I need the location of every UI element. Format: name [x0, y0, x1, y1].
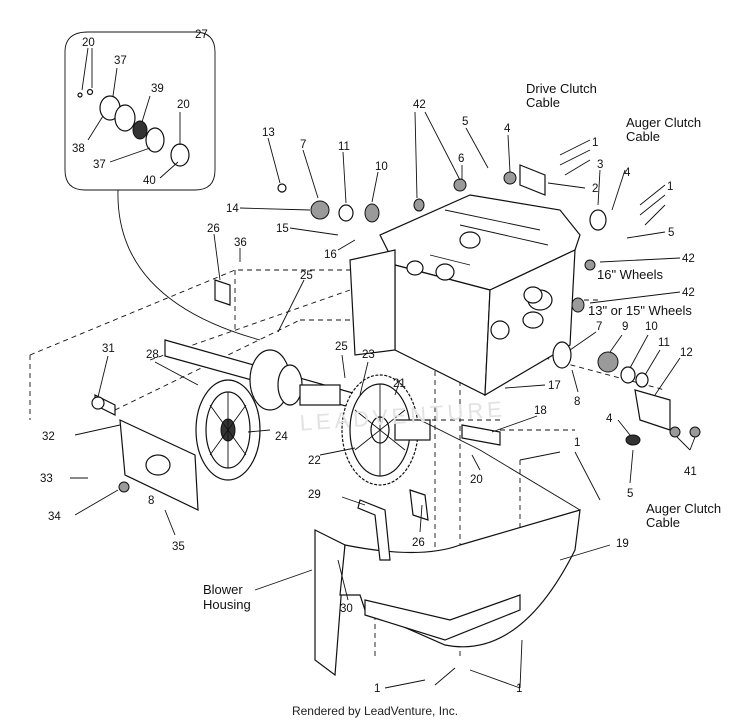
callout: 40: [143, 175, 156, 187]
callout: 18: [534, 405, 547, 417]
callout: 14: [226, 203, 239, 215]
callout: 37: [93, 159, 106, 171]
blower-housing-label-line1: Blower: [203, 582, 243, 597]
callout: 42: [413, 99, 426, 111]
callout: 20: [470, 474, 483, 486]
callout-leaders: [70, 111, 696, 689]
callout: 20: [82, 37, 95, 49]
callout: 11: [658, 337, 670, 349]
callout: 39: [151, 83, 164, 95]
callout: 24: [275, 431, 288, 443]
gear-box-frame: [349, 194, 581, 397]
small-hardware-parts: [91, 164, 701, 521]
callout-numbers: 27 20 37 39 20 38 37 40 42 5 4 1 6 3 2 4…: [40, 29, 697, 695]
callout: 4: [606, 413, 613, 425]
callout: 19: [616, 538, 629, 550]
callout: 1: [574, 437, 580, 449]
callout: 20: [177, 99, 190, 111]
part-text-labels: Drive Clutch Cable Auger Clutch Cable 16…: [203, 81, 721, 612]
callout: 32: [42, 431, 55, 443]
callout: 3: [597, 159, 603, 171]
callout: 15: [276, 223, 289, 235]
blower-housing-label-line2: Housing: [203, 597, 251, 612]
callout: 17: [548, 380, 561, 392]
callout: 9: [622, 321, 628, 333]
callout: 1: [516, 683, 522, 695]
callout: 22: [308, 455, 321, 467]
callout: 27: [195, 29, 208, 41]
callout: 21: [393, 378, 406, 390]
callout: 25: [335, 341, 348, 353]
callout: 26: [207, 223, 220, 235]
callout: 12: [680, 347, 693, 359]
callout: 42: [682, 253, 695, 265]
callout: 26: [412, 537, 425, 549]
bearing-assembly-parts: [77, 88, 190, 167]
callout: 35: [172, 541, 185, 553]
auger-clutch-cable-label-top-line2: Cable: [626, 129, 660, 144]
auger-clutch-cable-label-top-line1: Auger Clutch: [626, 115, 701, 130]
callout: 1: [592, 137, 598, 149]
worm-gear: [341, 374, 431, 486]
callout: 2: [592, 183, 598, 195]
auger-shaft: [164, 339, 361, 411]
callout: 16: [324, 249, 337, 261]
wheels-16-label: 16" Wheels: [597, 267, 664, 282]
blower-housing: [314, 419, 581, 677]
callout: 4: [624, 167, 631, 179]
callout: 5: [627, 488, 633, 500]
drive-clutch-cable-label-line2: Cable: [526, 95, 560, 110]
auger-pulley: [195, 379, 261, 481]
callout: 5: [462, 116, 468, 128]
callout: 1: [667, 181, 673, 193]
callout: 1: [374, 683, 380, 695]
callout: 10: [645, 321, 658, 333]
callout: 11: [338, 141, 350, 153]
auger-clutch-bracket: [634, 389, 671, 431]
callout: 37: [114, 55, 127, 67]
auger-clutch-cable-label-bottom-line2: Cable: [646, 515, 680, 530]
callout: 36: [234, 237, 247, 249]
callout: 13: [262, 127, 275, 139]
callout: 34: [48, 511, 61, 523]
inset-detail-box: [64, 31, 261, 341]
callout: 10: [375, 161, 388, 173]
callout: 8: [148, 495, 154, 507]
callout: 38: [72, 143, 85, 155]
drive-clutch-cable-label-line1: Drive Clutch: [526, 81, 597, 96]
wheels-13-15-label: 13" or 15" Wheels: [588, 303, 692, 318]
callout: 29: [308, 489, 321, 501]
callout: 8: [574, 396, 580, 408]
callout: 7: [300, 139, 306, 151]
callout: 23: [362, 349, 375, 361]
callout: 30: [340, 603, 353, 615]
callout: 31: [102, 343, 115, 355]
callout: 6: [458, 153, 464, 165]
callout: 7: [596, 321, 602, 333]
callout: 41: [684, 466, 697, 478]
bearing-housing: [94, 394, 199, 511]
inset-leaders: [81, 47, 181, 179]
callout: 4: [504, 123, 511, 135]
callout: 42: [682, 287, 695, 299]
callout: 33: [40, 473, 53, 485]
callout: 5: [668, 227, 674, 239]
callout: 28: [146, 349, 159, 361]
callout: 25: [300, 270, 313, 282]
footer-credit: Rendered by LeadVenture, Inc.: [291, 704, 459, 718]
auger-clutch-cable-label-bottom-line1: Auger Clutch: [646, 501, 721, 516]
